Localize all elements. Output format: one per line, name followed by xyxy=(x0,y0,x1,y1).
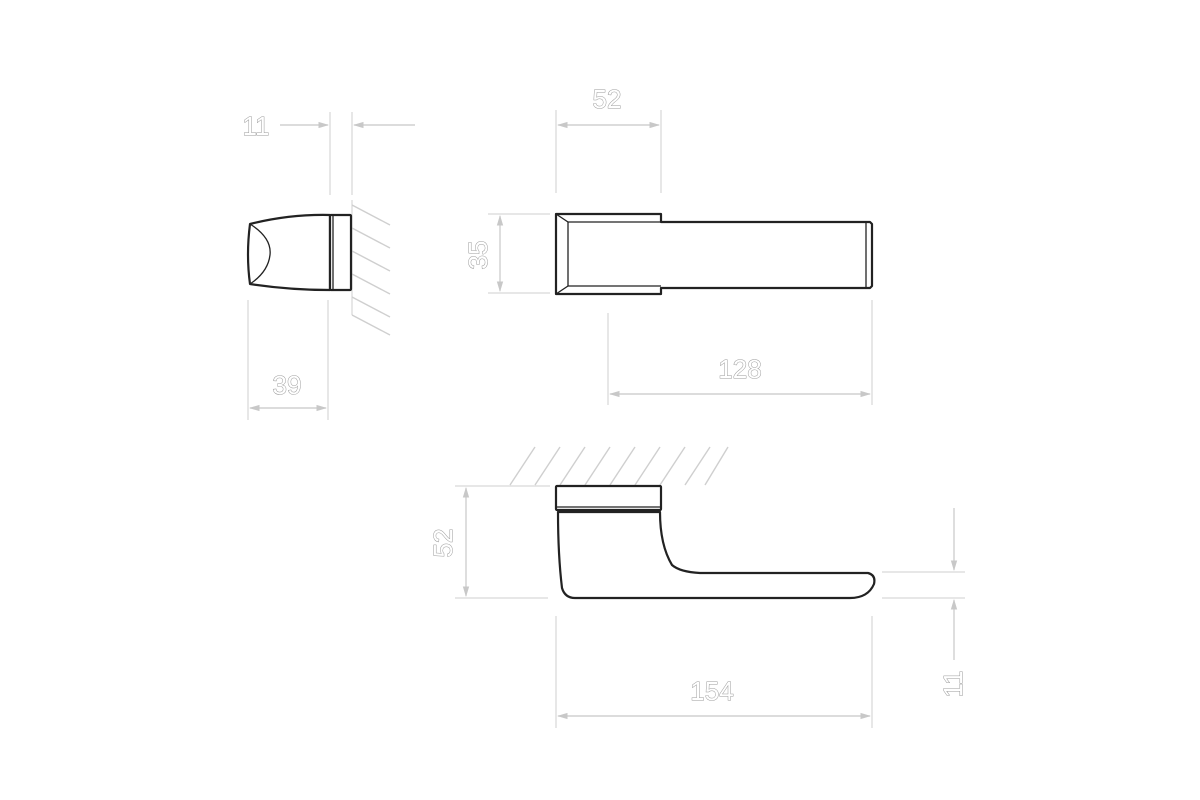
label-lever-length: 128 xyxy=(718,354,761,384)
dim-rose-depth: 11 xyxy=(242,111,415,195)
dim-rose-diameter: 52 xyxy=(555,84,662,193)
top-rose xyxy=(554,212,874,296)
label-lever-end-thickness: 11 xyxy=(938,671,968,698)
side-view: 11 39 xyxy=(242,111,415,420)
front-view: 52 154 11 xyxy=(428,446,969,728)
label-rose-diameter: 52 xyxy=(593,84,622,114)
top-view: 52 35 128 xyxy=(463,84,874,405)
dim-overall-projection: 52 xyxy=(428,485,550,599)
dim-lever-end-thickness: 11 xyxy=(882,508,969,698)
dim-overall-length: 154 xyxy=(555,616,873,728)
label-rose-depth: 11 xyxy=(243,111,270,141)
wall-hatch-front xyxy=(509,446,729,486)
label-overall-length: 154 xyxy=(690,676,733,706)
dim-lever-thickness: 35 xyxy=(463,213,550,294)
dim-rose-width: 39 xyxy=(247,300,329,420)
label-lever-thickness: 35 xyxy=(463,241,493,270)
dim-lever-length: 128 xyxy=(607,300,873,405)
label-rose-width: 39 xyxy=(273,370,302,400)
rose-profile xyxy=(328,213,353,292)
handle-end-profile xyxy=(246,213,332,292)
label-overall-projection: 52 xyxy=(428,529,458,558)
wall-hatch-side xyxy=(351,200,391,336)
front-rose xyxy=(554,484,663,512)
handle-end-curve xyxy=(249,223,271,285)
front-lever-profile xyxy=(556,510,876,600)
